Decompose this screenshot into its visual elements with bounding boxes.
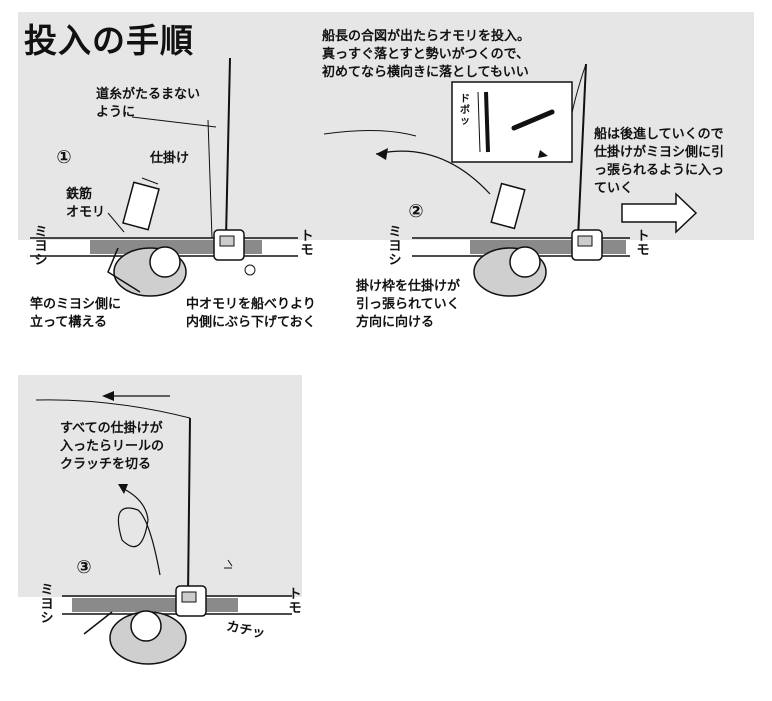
step2-reel-icon [571,229,603,261]
step1-rod [207,57,231,239]
step2-inset-sound: ドボ ッ [460,94,470,127]
step2-throw-arc-arrow [323,129,491,195]
step3-rod [35,399,191,597]
step3-label-bow: ミ ヨ シ [40,583,54,626]
step1-shikake-rack-icon [122,177,160,231]
step1-note-michiito: 道糸がたるまない ように [96,87,201,120]
step1-label-tekkin: 鉄筋 オモリ [66,187,106,220]
step1-leader-arrows [107,116,217,233]
step3-reel-icon [175,585,207,617]
step1-reel-icon [213,229,256,276]
step1-label-shikake: 仕掛け [150,151,190,166]
step3-number: ③ [76,557,92,578]
step3-spark-icon [224,559,233,569]
step3-note: すべての仕掛けが 入ったらリールの クラッチを切る [60,421,165,472]
step2-inset-box [451,81,573,163]
step3-angler-figure [83,610,187,665]
step3-label-stern: ト モ [288,587,302,616]
step2-caption: 掛け枠を仕掛けが 引っ張られていく 方向に向ける [356,279,461,330]
step2-shikake-rack-icon [490,182,526,230]
step1-angler-figure [107,246,187,297]
step2-note-right: 船は後進していくので 仕掛けがミヨシ側に引 っ張られるように入っ ていく [594,127,725,196]
step2-label-stern: ト モ [636,229,650,258]
step2-number: ② [408,201,424,222]
step3-panel [18,375,302,597]
step3-direction-arrow-icon [102,391,170,401]
page-title: 投入の手順 [24,21,194,60]
step3-swirl-arrow [117,484,161,576]
step2-ship-direction-arrow-icon [621,192,698,234]
step1-number: ① [56,147,72,168]
step1-label-stern: ト モ [300,229,314,258]
step1-label-bow: ミ ヨ シ [34,225,48,268]
step1-caption-left: 竿のミヨシ側に 立って構える [30,297,122,330]
step2-label-bow: ミ ヨ シ [388,225,402,268]
step2-angler-figure [473,246,547,297]
step1-caption-right: 中オモリを船べりより 内側にぶら下げておく [186,297,316,330]
step2-note-top: 船長の合図が出たらオモリを投入。 真っすぐ落とすと勢いがつくので、 初めてなら横… [322,29,531,80]
